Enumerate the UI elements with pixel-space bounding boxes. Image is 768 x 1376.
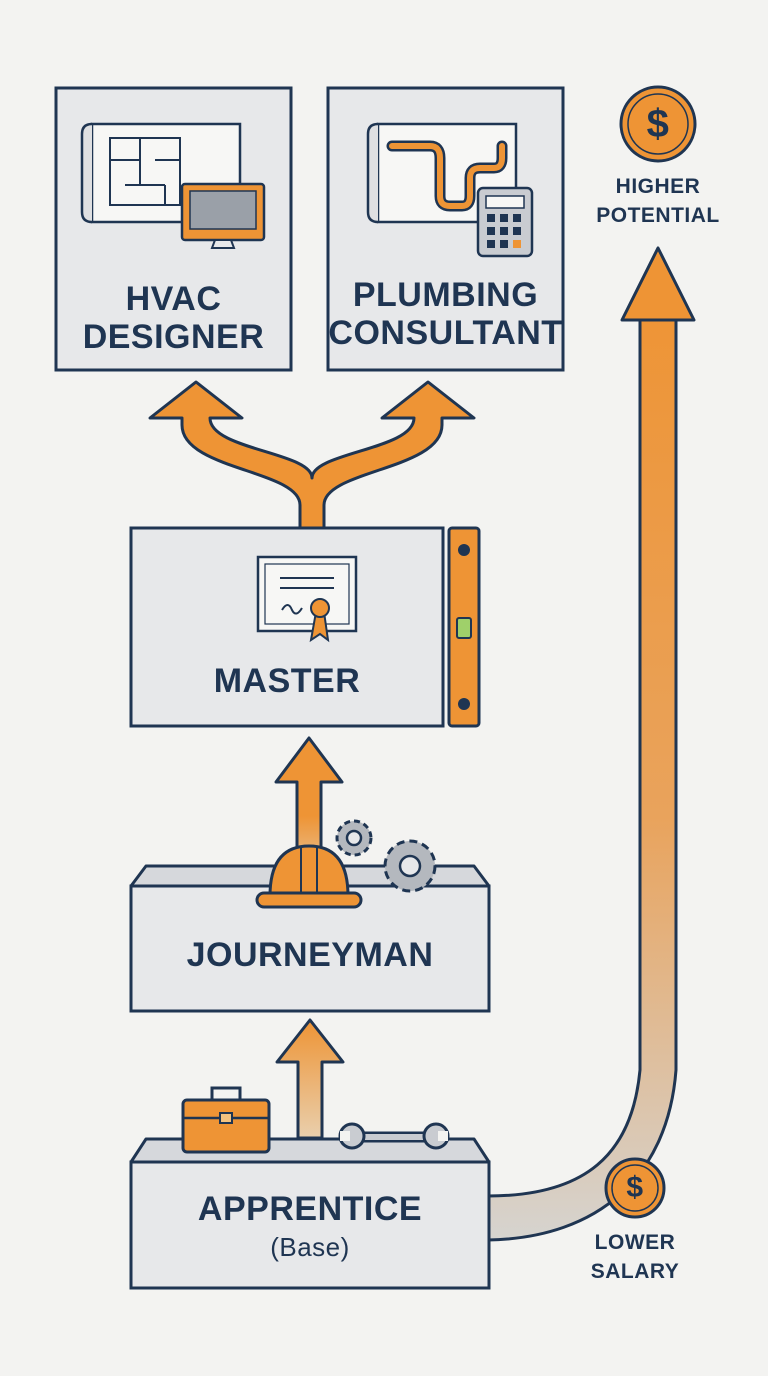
branch-arrow: [148, 380, 476, 530]
dollar-sign-bottom: $: [626, 1171, 644, 1204]
lower-salary-label: LOWER SALARY: [570, 1228, 700, 1286]
apprentice-label: APPRENTICE (Base): [131, 1190, 489, 1266]
certificate-icon: [256, 555, 358, 643]
plumbing-consultant-line2: CONSULTANT: [328, 314, 563, 352]
hvac-designer-box: [54, 86, 293, 372]
toolbox-icon: [181, 1086, 271, 1154]
blueprint-computer-icon: [80, 122, 266, 249]
journeyman-box: [129, 819, 491, 1013]
dollar-coin-bottom-icon: [604, 1157, 666, 1219]
gears-icon: [335, 819, 437, 893]
lower-salary-line1: LOWER: [594, 1231, 676, 1254]
apprentice-title: APPRENTICE: [197, 1190, 423, 1228]
master-box: [129, 526, 481, 728]
lower-salary-line2: SALARY: [590, 1260, 680, 1283]
plumbing-consultant-label: PLUMBING CONSULTANT: [328, 276, 563, 352]
hvac-designer-label: HVAC DESIGNER: [56, 280, 291, 356]
hvac-designer-line2: DESIGNER: [82, 318, 265, 356]
wrench-icon: [338, 1122, 450, 1150]
apprentice-sublabel: (Base): [270, 1232, 350, 1262]
pipe-calculator-icon: [366, 122, 534, 258]
apprentice-to-journeyman-arrow: [275, 1018, 345, 1140]
dollar-sign-top: $: [646, 102, 670, 146]
hvac-designer-line1: HVAC: [125, 280, 222, 318]
journeyman-label: JOURNEYMAN: [186, 936, 434, 974]
higher-potential-line1: HIGHER: [615, 175, 701, 198]
higher-potential-label: HIGHER POTENTIAL: [578, 172, 738, 230]
higher-potential-line2: POTENTIAL: [596, 204, 720, 227]
apprentice-box: [129, 1086, 491, 1290]
plumbing-consultant-line1: PLUMBING: [352, 276, 539, 314]
level-tool-icon: [447, 526, 481, 728]
hard-hat-icon: [255, 844, 363, 909]
salary-arrow: [486, 246, 696, 1242]
master-label: MASTER: [213, 662, 361, 700]
dollar-coin-top-icon: [619, 85, 697, 163]
plumbing-consultant-box: [326, 86, 565, 372]
